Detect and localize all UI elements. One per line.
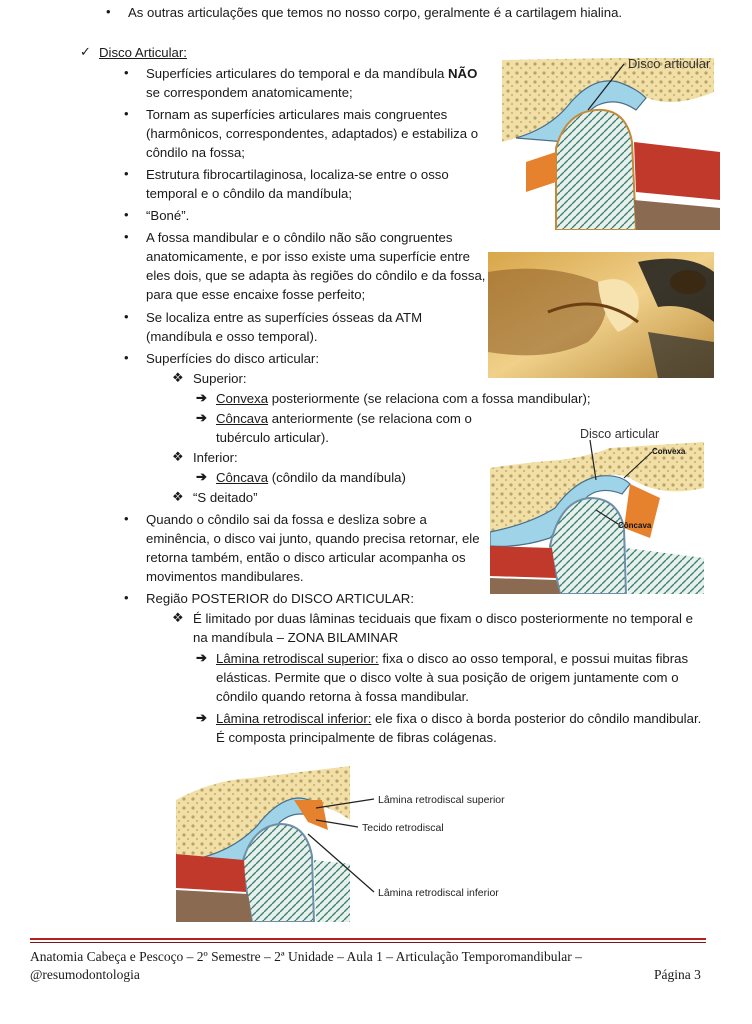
tmj-disc-figure-1: Disco articular [496,52,720,230]
bullet-icon: • [124,590,129,605]
fig4-superior-label: Lâmina retrodiscal superior [378,794,505,806]
section-title: Disco Articular: [99,45,187,60]
item-7: Superfícies do disco articular: [146,351,319,366]
tmj-disc-figure-2: Disco articular Convexa Côncava [490,428,704,594]
bullet-icon: • [124,511,129,526]
item-3-line-1: Estrutura fibrocartilaginosa, localiza-s… [146,167,449,182]
arrow-right-icon: ➔ [196,710,207,725]
footer-line-1: Anatomia Cabeça e Pescoço – 2º Semestre … [30,949,582,964]
bullet-icon: • [124,229,129,244]
s-deitado: “S deitado” [193,490,258,505]
fig3-concava-label: Côncava [618,521,652,530]
concava2-line: Côncava (côndilo da mandíbula) [216,470,406,485]
item-8-line-4: movimentos mandibulares. [146,569,304,584]
bullet-icon: • [124,106,129,121]
arrow-right-icon: ➔ [196,390,207,405]
diamond-bullet-icon: ❖ [172,489,184,504]
bullet-icon: • [124,166,129,181]
footer-rule-top [30,938,706,940]
concava-line: Côncava anteriormente (se relaciona com … [216,411,472,426]
diamond-bullet-icon: ❖ [172,370,184,385]
item-8-line-1: Quando o côndilo sai da fossa e desliza … [146,512,427,527]
concava-line-2: tubérculo articular). [216,430,329,445]
fig4-tecido-label: Tecido retrodiscal [362,822,444,834]
lamina-superior-line-1: Lâmina retrodiscal superior: fixa o disc… [216,651,689,666]
item-1-line-1: Superfícies articulares do temporal e da… [146,66,478,81]
item-9: Região POSTERIOR do DISCO ARTICULAR: [146,591,414,606]
arrow-right-icon: ➔ [196,410,207,425]
superior-label: Superior: [193,371,247,386]
item-2-line-3: côndilo na fossa; [146,145,245,160]
item-1-line-2: se correspondem anatomicamente; [146,85,353,100]
fig3-label: Disco articular [580,428,659,441]
limitado-line-2: na mandíbula – ZONA BILAMINAR [193,630,399,645]
item-5-line-2: anatomicamente, e por isso existe uma su… [146,249,470,264]
item-6-line-1: Se localiza entre as superfícies ósseas … [146,310,423,325]
inferior-label: Inferior: [193,450,238,465]
tmj-dissection-photo [488,252,714,378]
item-2-line-1: Tornam as superfícies articulares mais c… [146,107,448,122]
item-8-line-2: eminência, o disco vai junto, quando pre… [146,531,480,546]
item-6-line-2: (mandíbula e osso temporal). [146,329,318,344]
fig1-label: Disco articular [628,56,711,71]
item-3-line-2: temporal e o côndilo da mandíbula; [146,186,353,201]
bullet-icon: • [124,207,129,222]
item-2-line-2: (harmônicos, correspondentes, adaptados)… [146,126,479,141]
item-8-line-3: retorna também, então o disco articular … [146,550,466,565]
arrow-right-icon: ➔ [196,650,207,665]
item-5-line-3: eles dois, que se adapta às regiões do c… [146,268,486,283]
fig4-inferior-label: Lâmina retrodiscal inferior [378,887,499,899]
top-bullet-text: As outras articulações que temos no noss… [128,5,623,20]
limitado-line-1: É limitado por duas lâminas teciduais qu… [193,611,693,626]
checkmark-icon: ✓ [80,44,91,59]
page-number: Página 3 [654,967,701,982]
tmj-retrodiscal-figure: Lâmina retrodiscal superior Tecido retro… [172,760,522,922]
lamina-inferior-line-2: É composta principalmente de fibras colá… [216,730,497,745]
footer-rule-bottom [30,942,706,943]
convexa-line: Convexa posteriormente (se relaciona com… [216,391,591,406]
bullet-icon: • [124,65,129,80]
footer-line-2: @resumodontologia [30,967,140,982]
item-5-line-4: para que esse encaixe fosse perfeito; [146,287,366,302]
bullet-icon: • [106,4,111,19]
lamina-inferior-line-1: Lâmina retrodiscal inferior: ele fixa o … [216,711,702,726]
lamina-superior-line-3: côndilo quando retorna à fossa mandibula… [216,689,469,704]
lamina-superior-line-2: elásticas. Permite que o disco volte à s… [216,670,679,685]
bullet-icon: • [124,309,129,324]
arrow-right-icon: ➔ [196,469,207,484]
fig3-convexa-label: Convexa [652,447,686,456]
item-4: “Boné”. [146,208,190,223]
bullet-icon: • [124,350,129,365]
item-5-line-1: A fossa mandibular e o côndilo não são c… [146,230,453,245]
diamond-bullet-icon: ❖ [172,610,184,625]
diamond-bullet-icon: ❖ [172,449,184,464]
